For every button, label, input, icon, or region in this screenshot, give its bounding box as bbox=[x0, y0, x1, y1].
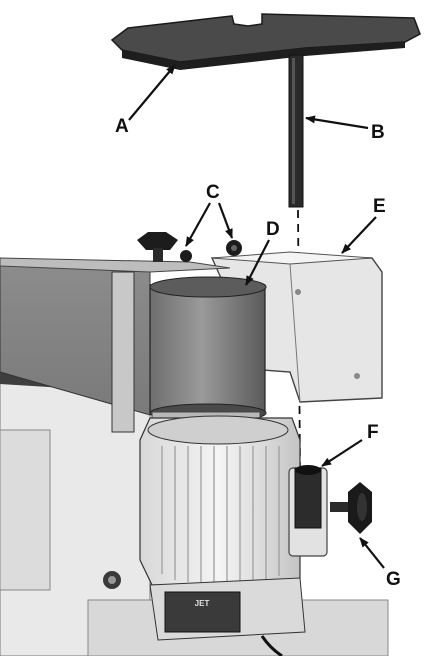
sanding-drum bbox=[150, 277, 266, 436]
leader-line-g bbox=[360, 538, 384, 568]
brand-plate bbox=[165, 592, 240, 632]
callout-label-b: B bbox=[371, 122, 385, 143]
callout-label-a: A bbox=[115, 116, 129, 137]
callout-label-c: C bbox=[206, 182, 220, 203]
motor: JET bbox=[140, 416, 305, 656]
brand-plate-text: JET bbox=[195, 599, 210, 608]
mounting-bracket bbox=[289, 465, 327, 556]
support-post bbox=[289, 55, 303, 207]
leader-line-c1 bbox=[186, 203, 210, 246]
callout-label-g: G bbox=[386, 569, 401, 590]
leader-line-b bbox=[306, 118, 368, 128]
table-top bbox=[112, 14, 420, 70]
lock-knob bbox=[330, 482, 372, 534]
callout-label-d: D bbox=[266, 219, 280, 240]
leader-line-a bbox=[129, 65, 175, 120]
callout-label-e: E bbox=[373, 196, 386, 217]
callout-label-f: F bbox=[367, 422, 379, 443]
leader-line-e bbox=[342, 217, 376, 253]
leader-line-f bbox=[322, 440, 362, 466]
leader-line-c2 bbox=[219, 203, 232, 238]
